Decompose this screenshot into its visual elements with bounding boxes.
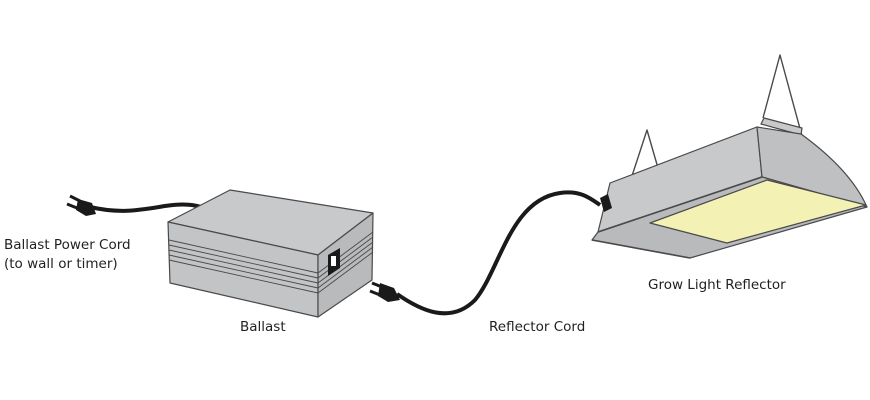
hanger-left	[629, 129, 659, 183]
ballast-box	[167, 189, 374, 318]
label-ballast-power-cord: Ballast Power Cord	[4, 237, 131, 253]
hanger-right	[762, 54, 803, 137]
label-ballast: Ballast	[240, 319, 286, 335]
reflector-cord	[395, 190, 602, 316]
ballast-power-cord	[89, 202, 206, 213]
socket-connector-icon	[600, 194, 612, 212]
label-grow-light-reflector: Grow Light Reflector	[648, 277, 786, 293]
wall-plug-icon	[66, 194, 96, 216]
label-ballast-power-cord-note: (to wall or timer)	[4, 256, 118, 272]
lamp-glow-panel	[649, 179, 867, 244]
reflector-plug-icon	[369, 281, 400, 302]
label-reflector-cord: Reflector Cord	[489, 319, 586, 335]
grow-light-reflector	[591, 54, 868, 259]
power-switch-icon	[328, 248, 340, 276]
